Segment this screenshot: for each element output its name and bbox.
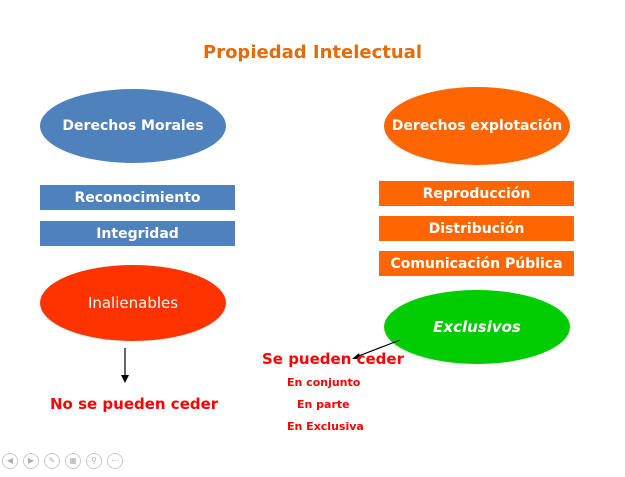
- diagonal-arrow: [352, 339, 401, 359]
- zoom-icon[interactable]: ⚲: [86, 453, 102, 469]
- exploitation-rights-label: Derechos explotación: [391, 118, 563, 134]
- transfer-mode-partially: En parte: [297, 398, 350, 411]
- moral-right-item-label: Integridad: [96, 225, 179, 242]
- exploitation-item-public-communication: Comunicación Pública: [379, 251, 574, 276]
- cannot-transfer-text: No se pueden ceder: [50, 395, 219, 413]
- moral-rights-label: Derechos Morales: [62, 118, 204, 134]
- exploitation-rights-ellipse: Derechos explotación: [384, 87, 570, 165]
- exclusive-label: Exclusivos: [433, 318, 521, 336]
- moral-right-item-integrity: Integridad: [40, 221, 235, 246]
- exploitation-item-label: Distribución: [428, 220, 525, 237]
- slides-icon[interactable]: ▦: [65, 453, 81, 469]
- exploitation-item-distribution: Distribución: [379, 216, 574, 241]
- down-arrow: [121, 348, 129, 383]
- exploitation-item-label: Comunicación Pública: [390, 255, 563, 272]
- diagram-title: Propiedad Intelectual: [203, 42, 422, 63]
- slideshow-controls: ◀ ▶ ✎ ▦ ⚲ ⋯: [2, 453, 123, 469]
- transfer-mode-exclusively: En Exclusiva: [287, 420, 364, 433]
- pen-icon[interactable]: ✎: [44, 453, 60, 469]
- transfer-mode-jointly: En conjunto: [287, 376, 361, 389]
- exploitation-item-label: Reproducción: [422, 185, 531, 202]
- next-icon[interactable]: ▶: [23, 453, 39, 469]
- exploitation-item-reproduction: Reproducción: [379, 181, 574, 206]
- exclusive-ellipse: Exclusivos: [384, 290, 570, 364]
- can-transfer-text: Se pueden ceder: [262, 350, 404, 368]
- moral-right-item-label: Reconocimiento: [74, 189, 201, 206]
- inalienable-ellipse: Inalienables: [40, 265, 226, 341]
- prev-icon[interactable]: ◀: [2, 453, 18, 469]
- moral-right-item-recognition: Reconocimiento: [40, 185, 235, 210]
- moral-rights-ellipse: Derechos Morales: [40, 89, 226, 163]
- inalienable-label: Inalienables: [87, 294, 179, 312]
- more-icon[interactable]: ⋯: [107, 453, 123, 469]
